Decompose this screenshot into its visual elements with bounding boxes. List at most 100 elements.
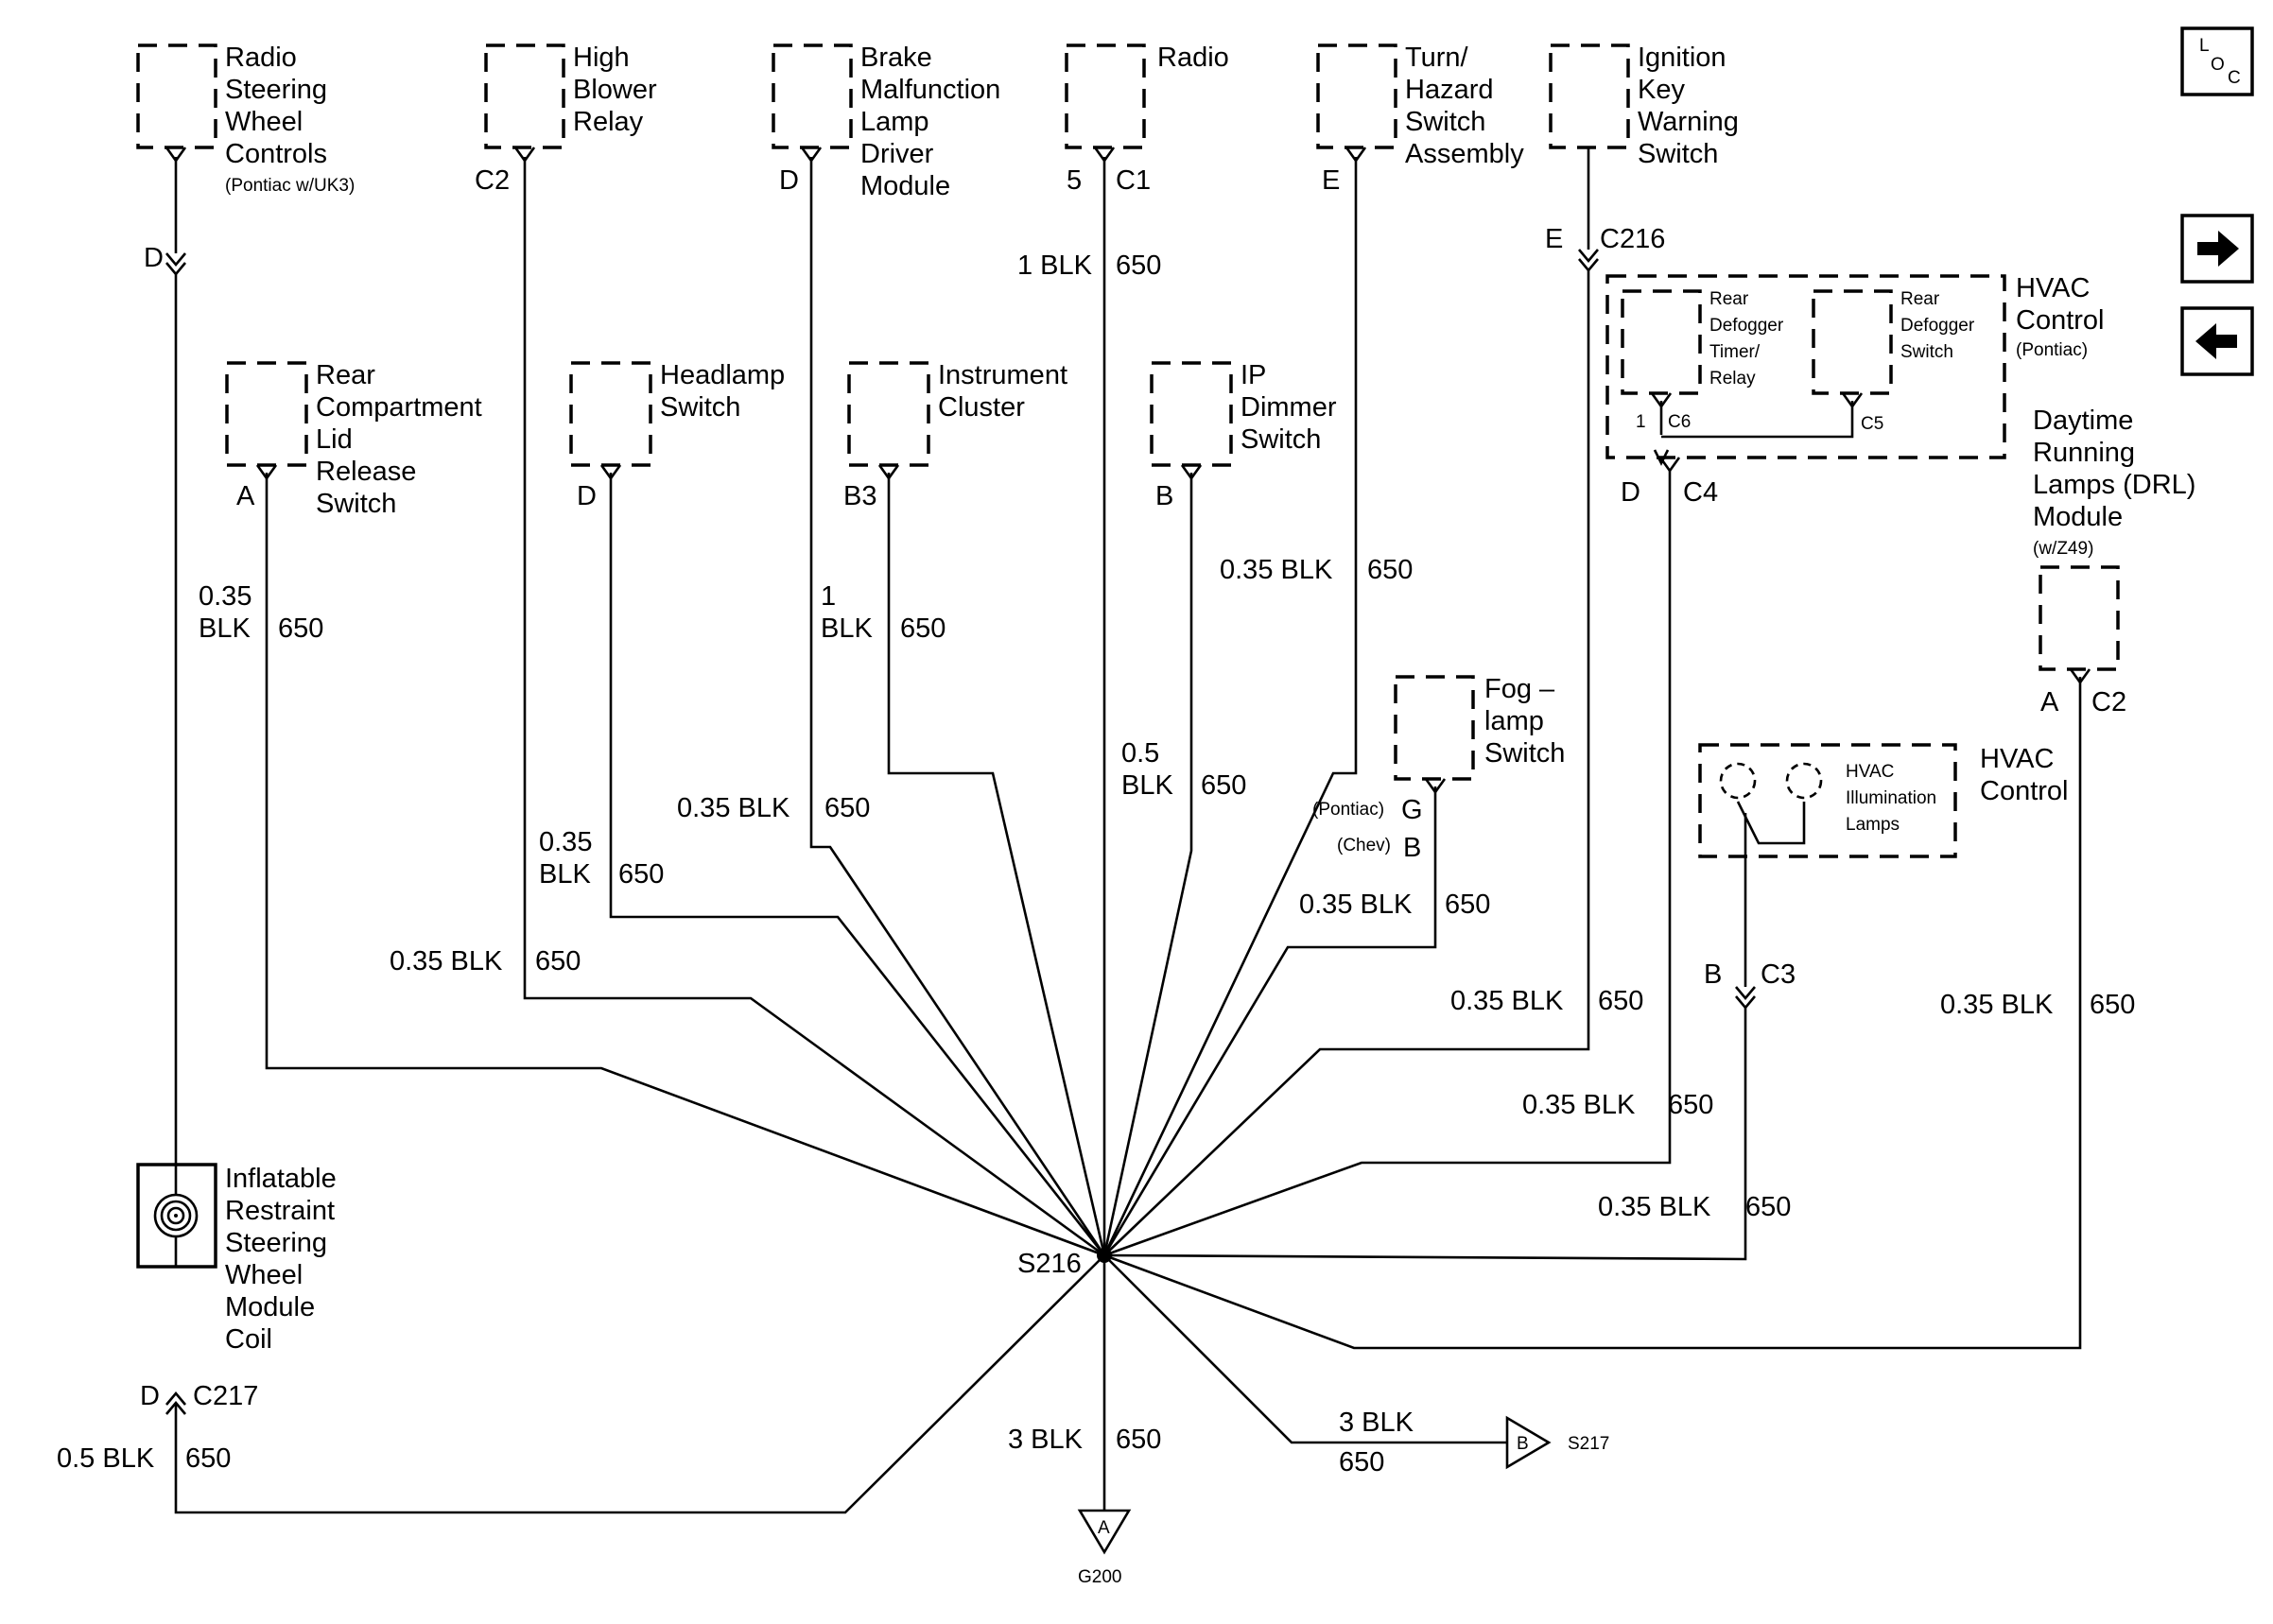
wire-ign-circuit: 650 [1598,986,1643,1016]
pin-high-blower: C2 [475,165,510,196]
pin-radio: 5 [1067,165,1082,196]
wire-head-circuit: 650 [618,859,664,890]
wire-instr-size: 0.35 BLK [677,793,790,823]
hvac-control-outer-box [1605,274,2006,459]
wire-labels: 1 BLK 650 0.35 BLK 650 0.35 BLK 650 1 BL… [57,251,2135,1587]
wire-s217 [1103,1254,1507,1444]
wire-rear-circuit: 650 [278,613,323,644]
conn-ignition: C216 [1600,224,1665,254]
terminal-radio [1093,147,1116,164]
ground-name: G200 [1078,1567,1121,1587]
loc-icon-c: C [2228,68,2241,88]
wire-bml [809,157,1106,1256]
terminal-hvac-c4-arrow [1653,449,1670,466]
high-blower-label-1: High [573,43,630,73]
splice-label: S216 [1017,1249,1082,1279]
defog-switch-box [1812,289,1893,395]
hvac-illum-label-2: Illumination [1846,788,1936,808]
ignition-label-3: Warning [1638,107,1739,137]
radio-swc-label-4: Controls [225,139,327,169]
conn-hvac: C4 [1683,477,1718,508]
fog-lamp-box [1394,675,1475,781]
rear-comp-label-2: Compartment [316,392,482,423]
headlamp-label-2: Switch [660,392,740,423]
wire-high-blower [523,157,1105,1257]
wire-blower-circuit: 650 [535,946,581,976]
turn-hazard-box [1316,43,1397,149]
next-page-button[interactable] [2180,214,2254,284]
wire-hvac [1103,471,1672,1257]
ip-dimmer-label-1: IP [1241,360,1266,390]
defog-switch-label-1: Rear [1900,289,1940,309]
conn-defog-c6: C6 [1668,412,1691,432]
prev-page-button[interactable] [2180,306,2254,376]
inline-chevron-c216 [1578,249,1599,273]
conn-c217: C217 [193,1381,258,1411]
wire-radio-circuit: 650 [1116,251,1161,281]
s217-pin: B [1517,1434,1529,1454]
ground-pin: A [1098,1518,1110,1538]
arrow-right-icon [2197,231,2239,267]
high-blower-label-2: Blower [573,75,657,105]
hvac-top-label-1: HVAC [2016,273,2090,303]
fog-label-3: Switch [1484,738,1565,769]
bml-box [772,43,853,149]
defog-timer-label-4: Relay [1709,369,1756,389]
ignition-label-4: Switch [1638,139,1718,169]
defog-timer-label-2: Defogger [1709,316,1784,336]
wire-head-size-2: BLK [539,859,591,890]
headlamp-box [569,361,652,467]
wire-ground-circuit: 650 [1116,1425,1161,1455]
defog-timer-label-1: Rear [1709,289,1749,309]
ignition-key-box [1549,43,1630,149]
wire-ground-size: 3 BLK [1008,1425,1084,1455]
wire-blower-size: 0.35 BLK [390,946,503,976]
inline-chevron-c217 [165,1391,186,1415]
ip-dimmer-label-3: Switch [1241,424,1321,455]
terminal-turn-hazard [1345,147,1367,164]
inline-chevron-d [165,252,186,277]
pin-headlamp: D [577,481,597,511]
terminal-rear-compartment [255,464,278,481]
splice-dot [1097,1248,1112,1263]
hvac-illum-lamps-symbol [1719,762,1823,800]
wire-fog-lamp [1102,786,1437,1256]
pin-c217: D [140,1381,160,1411]
pin-defog: 1 [1636,412,1646,432]
wire-defog-c5 [1661,401,1854,439]
wire-bml-size-2: BLK [821,613,873,644]
wire-drl-circuit: 650 [2090,990,2135,1020]
turn-hazard-label-4: Assembly [1405,139,1524,169]
wire-hvac-circuit: 650 [1668,1090,1713,1120]
pin-instrument: B3 [843,481,876,511]
pin-turn-hazard: E [1322,165,1340,196]
ignition-label-1: Ignition [1638,43,1726,73]
inline-chevron-c3 [1735,986,1756,1011]
radio-swc-label-1: Radio [225,43,297,73]
inflatable-label-2: Restraint [225,1196,335,1226]
pin-ignition: E [1545,224,1563,254]
s217-name: S217 [1568,1434,1609,1454]
wire-rear-size-1: 0.35 [199,581,252,612]
wires [174,147,2082,1514]
pin-ip-dimmer: B [1155,481,1173,511]
defog-switch-label-2: Defogger [1900,316,1975,336]
terminal-bml [800,147,823,164]
radio-swc-box [136,43,217,149]
loc-button[interactable]: L O C [2180,26,2254,96]
fog-chev-label: (Chev) [1337,836,1391,855]
bml-label-5: Module [860,171,950,201]
instrument-label-2: Cluster [938,392,1025,423]
wire-drl [1103,677,2082,1350]
hvac-illum-label-3: Lamps [1846,815,1900,835]
arrow-left-icon [2195,323,2237,359]
wire-rear-size-2: BLK [199,613,251,644]
hvac-mid-label-2: Control [1980,776,2069,806]
hvac-illum-box [1698,743,1957,858]
radio-box [1065,43,1146,149]
wire-illum-size: 0.35 BLK [1598,1192,1711,1222]
ip-dimmer-box [1150,361,1233,467]
component-boxes [136,43,2120,858]
conn-defog-c5: C5 [1861,414,1883,434]
